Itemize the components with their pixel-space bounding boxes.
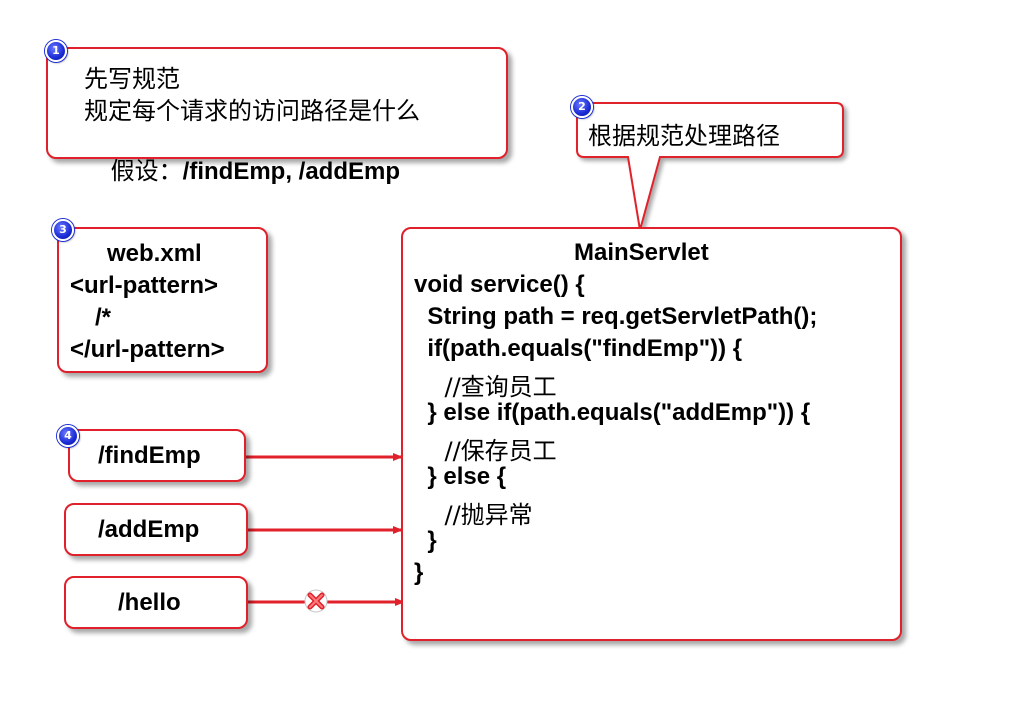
url-pattern-value: /* <box>95 304 112 331</box>
callout-1-prefix: 假设： <box>110 157 183 185</box>
request-findemp: /findEmp <box>68 429 246 482</box>
reject-x-icon <box>304 589 328 613</box>
badge-3-icon: 3 <box>52 219 74 241</box>
request-path: /addEmp <box>98 516 200 543</box>
request-addemp: /addEmp <box>64 503 248 556</box>
callout-1-line-1: 先写规范 <box>84 65 180 93</box>
callout-1-paths: /findEmp, /addEmp <box>182 158 401 185</box>
callout-2-text: 根据规范处理路径 <box>588 122 780 150</box>
webxml-title: web.xml <box>107 240 202 267</box>
badge-1-icon: 1 <box>45 40 67 62</box>
code-line: void service() { <box>414 271 585 298</box>
code-line: if(path.equals("findEmp")) { <box>414 335 743 362</box>
code-comment: //查询员工 <box>414 373 557 401</box>
callout-1-line-3: 假设：/findEmp, /addEmp <box>84 123 400 214</box>
code-line: } <box>414 559 424 586</box>
request-path: /hello <box>118 589 181 616</box>
badge-2-icon: 2 <box>571 96 593 118</box>
url-pattern-close: </url-pattern> <box>70 336 225 363</box>
code-line: } else if(path.equals("addEmp")) { <box>414 399 811 426</box>
code-line: } <box>414 527 437 554</box>
callout-1-line-2: 规定每个请求的访问路径是什么 <box>84 97 420 125</box>
request-path: /findEmp <box>98 442 201 469</box>
request-hello: /hello <box>64 576 248 629</box>
code-comment: //抛异常 <box>414 501 533 529</box>
main-servlet: MainServlet void service() { String path… <box>401 227 902 641</box>
webxml-config: web.xml <url-pattern> /* </url-pattern> <box>57 227 268 373</box>
servlet-title: MainServlet <box>574 239 709 266</box>
url-pattern-open: <url-pattern> <box>70 272 219 299</box>
badge-4-icon: 4 <box>57 425 79 447</box>
code-comment: //保存员工 <box>414 437 557 465</box>
code-line: } else { <box>414 463 507 490</box>
callout-1: 先写规范 规定每个请求的访问路径是什么 假设：/findEmp, /addEmp <box>46 47 508 185</box>
code-line: String path = req.getServletPath(); <box>414 303 818 330</box>
